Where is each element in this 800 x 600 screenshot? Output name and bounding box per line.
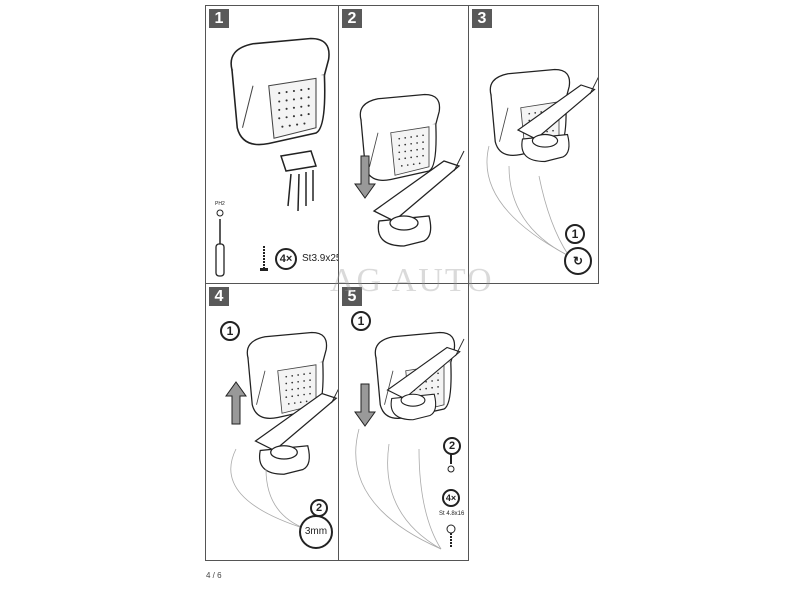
arrow-up-icon [225, 381, 247, 425]
hex-key-detail: 3mm [299, 515, 333, 549]
screw-spec: St 4.8x16 [439, 511, 465, 517]
tool-size: 3mm [304, 526, 328, 537]
step-marker-1: 1 [565, 224, 585, 244]
screw-icon [260, 246, 268, 271]
step-panel-3: 3 1 ↻ [468, 5, 599, 284]
step-number-badge: 1 [209, 9, 229, 28]
step-panel-4: 4 1 2 3mm [205, 283, 339, 561]
page-number: 4 / 6 [206, 571, 222, 580]
step-marker-2: 2 [443, 437, 461, 455]
step-panel-5: 5 1 2 4× St 4.8x16 [338, 283, 469, 561]
step-marker-1: 1 [220, 321, 240, 341]
armrest-illustration [215, 37, 330, 277]
screwdriver-label: PH2 [215, 201, 225, 207]
step-number-badge: 5 [342, 287, 362, 306]
armrest-slide-illustration [354, 93, 465, 247]
step-panel-2: 2 [338, 5, 469, 284]
tool-detail-circle: ↻ [564, 247, 592, 275]
step-number-badge: 2 [342, 9, 362, 28]
armrest-fasten-illustration [354, 331, 465, 550]
arrow-down-icon [354, 155, 376, 199]
armrest-lift-illustration [225, 331, 338, 530]
step-marker-1: 1 [351, 311, 371, 331]
arrow-down-icon [354, 383, 376, 427]
quantity-badge: 4× [442, 489, 460, 507]
step-number-badge: 4 [209, 287, 229, 306]
step-panel-1: 1 PH2 4× St3.9x25 [205, 5, 339, 284]
armrest-open-illustration [486, 68, 598, 257]
quantity-badge: 4× [275, 248, 297, 270]
step-number-badge: 3 [472, 9, 492, 28]
screw-spec: St3.9x25 [302, 253, 339, 264]
screwdriver-icon [215, 209, 225, 277]
